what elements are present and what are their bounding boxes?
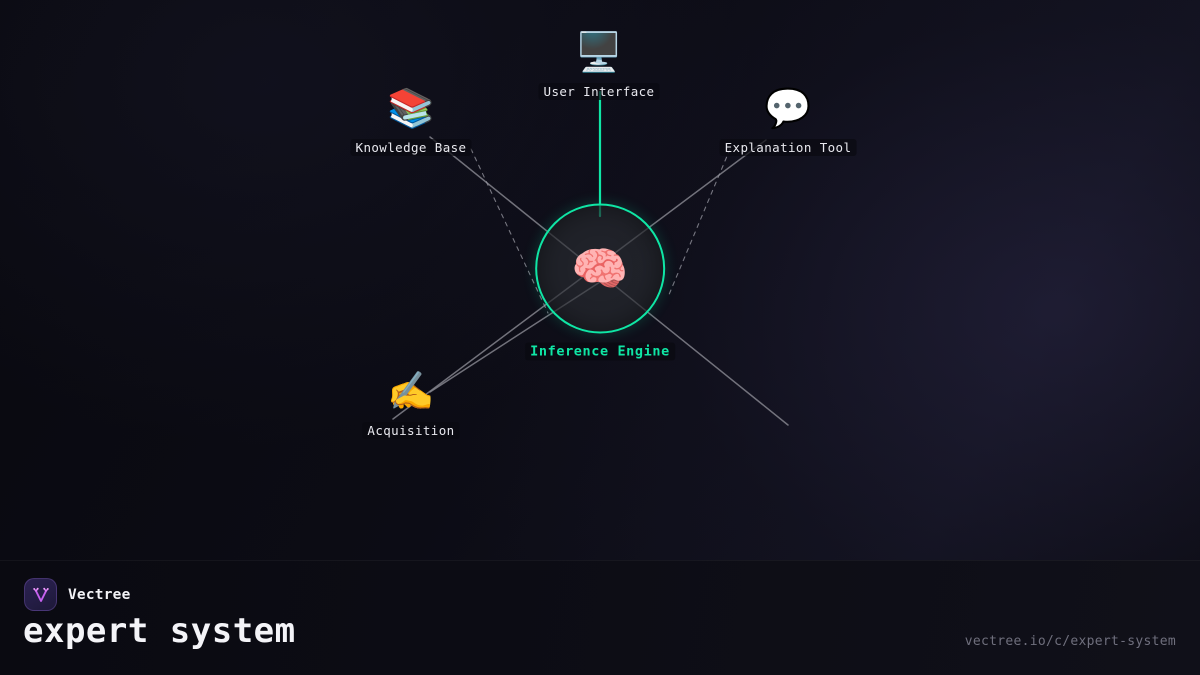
graph-node-label: User Interface xyxy=(538,83,660,100)
brand-row[interactable]: Vectree xyxy=(24,578,131,611)
graph-node-user-interface[interactable]: 🖥️ User Interface xyxy=(538,30,660,100)
graph-node-acquisition[interactable]: ✍️ Acquisition xyxy=(362,369,460,439)
graph-node-label: Acquisition xyxy=(362,422,460,439)
footer-bar: Vectree expert system vectree.io/c/exper… xyxy=(0,560,1200,675)
graph-node-label: Inference Engine xyxy=(525,342,675,361)
graph-node-label: Explanation Tool xyxy=(719,139,857,156)
hub-circle: 🧠 xyxy=(535,203,665,334)
vectree-logo-icon xyxy=(24,578,57,611)
desktop-computer-icon: 🖥️ xyxy=(575,30,623,74)
speech-balloon-icon: 💬 xyxy=(764,86,812,130)
books-icon: 📚 xyxy=(387,86,435,130)
graph-node-inference-engine[interactable]: 🧠 Inference Engine xyxy=(525,203,675,361)
graph-edge xyxy=(667,148,731,298)
graph-edge xyxy=(470,148,549,314)
footer-url: vectree.io/c/expert-system xyxy=(964,634,1176,649)
concept-graph-canvas: 🖥️ User Interface 📚 Knowledge Base 💬 Exp… xyxy=(350,30,857,439)
writing-hand-icon: ✍️ xyxy=(387,369,435,413)
brain-icon: 🧠 xyxy=(571,241,629,296)
brand-name: Vectree xyxy=(68,586,131,603)
graph-node-explanation-tool[interactable]: 💬 Explanation Tool xyxy=(719,86,857,156)
page-title: expert system xyxy=(23,611,296,651)
graph-node-label: Knowledge Base xyxy=(350,139,472,156)
graph-node-knowledge-base[interactable]: 📚 Knowledge Base xyxy=(350,86,472,156)
